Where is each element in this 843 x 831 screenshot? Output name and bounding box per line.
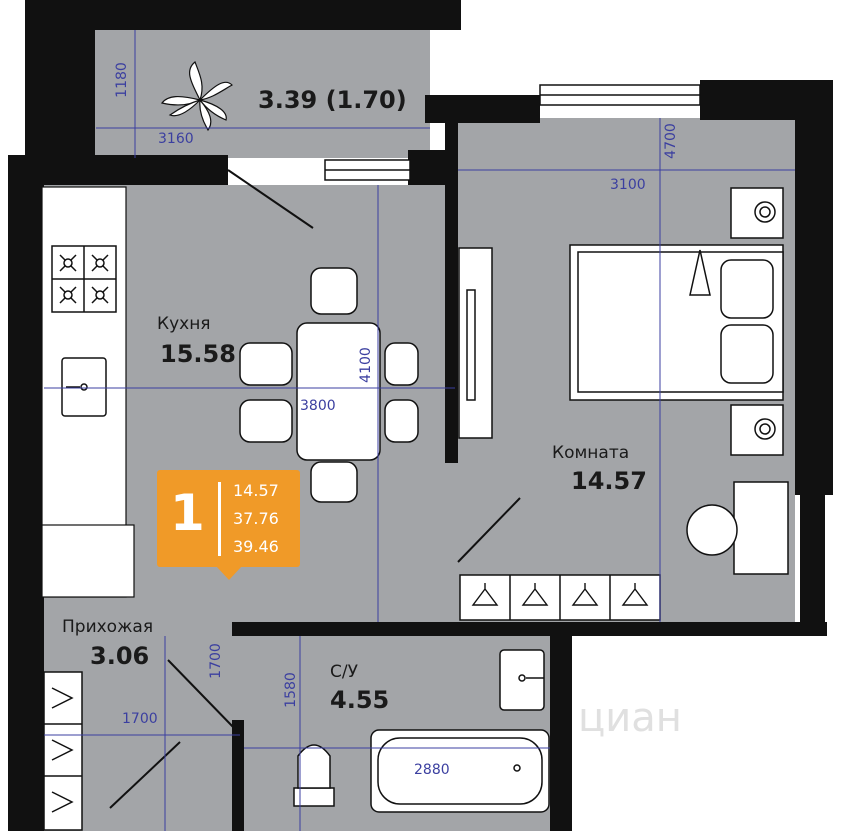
- badge-divider: [218, 482, 221, 556]
- doors: [109, 169, 521, 809]
- toilet-icon: [297, 744, 331, 789]
- hanger-icon: [51, 791, 74, 813]
- kitchen-sink-icon: [61, 357, 107, 417]
- bathroom-fixtures: [293, 649, 550, 813]
- pillow-1: [720, 259, 774, 319]
- room-area: 14.57: [571, 467, 647, 495]
- kitchen-name: Кухня: [157, 314, 211, 334]
- badge-living-area: 14.57: [233, 481, 279, 500]
- hall-width-dimension: 1700: [122, 711, 158, 727]
- wall-kitchen-top-left: [8, 155, 228, 185]
- wall-room-top-left: [425, 95, 540, 123]
- chair-right-2: [384, 399, 419, 443]
- dining-set: [239, 267, 419, 503]
- desk: [733, 481, 789, 575]
- badge-pointer: [216, 566, 242, 580]
- chair-top: [310, 267, 358, 315]
- room-name: Комната: [552, 443, 630, 463]
- desk-chair: [686, 504, 738, 556]
- room-door: [457, 497, 521, 563]
- kitchen-area: 15.58: [160, 340, 236, 368]
- hanger-icon: [51, 687, 74, 709]
- wall-right-a: [795, 80, 833, 495]
- plant-icon: [160, 61, 233, 132]
- wall-balcony-left: [25, 0, 95, 160]
- room-length-dimension: 4700: [662, 123, 679, 159]
- dining-table: [296, 322, 381, 461]
- hall-name: Прихожая: [62, 617, 154, 637]
- bathroom-width-dimension: 2880: [414, 762, 450, 778]
- hall-wardrobe: [43, 671, 83, 831]
- kitchen-counter: [41, 186, 135, 598]
- balcony-width-dimension: 3160: [158, 131, 194, 147]
- wall-divider: [445, 118, 458, 463]
- balcony-floor: [93, 28, 430, 158]
- stove-icon: [51, 245, 117, 313]
- balcony-door: [227, 169, 314, 229]
- windows: [324, 84, 701, 181]
- dimension-lines: [44, 30, 795, 831]
- balcony-area: 3.39 (1.70): [258, 86, 407, 114]
- hall-length-dimension: 1700: [207, 643, 224, 679]
- kitchen-length-dimension: 4100: [357, 347, 374, 383]
- room-width-dimension: 3100: [610, 177, 646, 193]
- wall-right-b: [800, 490, 825, 635]
- watermark-logo: циан: [578, 695, 682, 741]
- hanger-icon: [51, 739, 74, 761]
- apartment-info-badge: [157, 470, 300, 567]
- bathroom-length-dimension: 1580: [282, 672, 299, 708]
- bathroom-area: 4.55: [330, 686, 390, 714]
- wall-bath-right: [550, 622, 572, 831]
- walls: [8, 0, 833, 831]
- wall-balcony-top: [93, 0, 461, 30]
- badge-area-3: 39.46: [233, 537, 279, 556]
- wall-left: [8, 155, 44, 831]
- bathroom-name: С/У: [330, 662, 358, 682]
- wall-outer-right-balcony: [440, 0, 460, 28]
- counter-extension: [41, 524, 135, 598]
- wall-bath-left: [232, 720, 244, 831]
- wall-mid-horizontal: [232, 622, 827, 636]
- room-count: 1: [170, 484, 205, 542]
- hall-area: 3.06: [90, 642, 150, 670]
- kitchen-width-dimension: 3800: [300, 398, 336, 414]
- balcony-depth-dimension: 1180: [113, 62, 130, 98]
- pillow-2: [720, 324, 774, 384]
- room-furniture: [458, 187, 789, 621]
- chair-right-1: [384, 342, 419, 386]
- entrance-door: [109, 741, 181, 809]
- bath-door: [167, 659, 237, 731]
- chair-left-2: [239, 399, 293, 443]
- chair-left-1: [239, 342, 293, 386]
- badge-area-2: 37.76: [233, 509, 279, 528]
- chair-bottom: [310, 461, 358, 503]
- hanger-icon: [471, 583, 649, 606]
